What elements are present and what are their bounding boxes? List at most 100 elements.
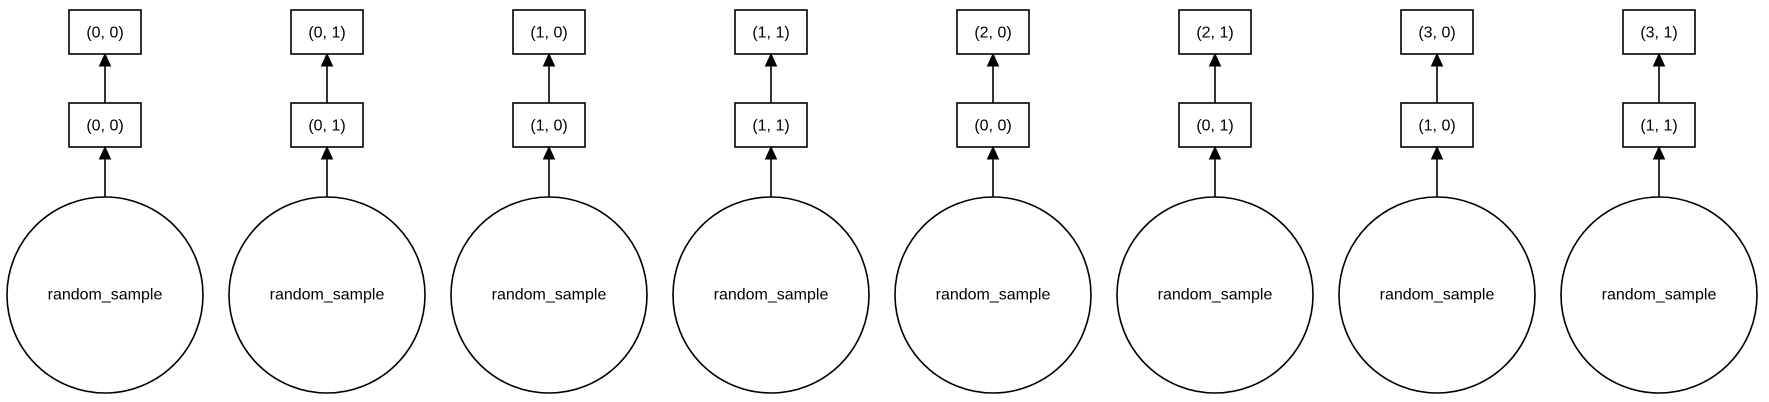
task-label: (0, 1) [1196, 118, 1233, 135]
task-box [1178, 102, 1252, 148]
task-label: (0, 0) [86, 118, 123, 135]
task-node: (0, 0) [956, 102, 1030, 148]
edge-task-to-output-arrowhead [1208, 52, 1222, 67]
output-node: (0, 0) [68, 9, 142, 55]
output-label: (3, 0) [1418, 25, 1455, 42]
source-circle [1338, 196, 1536, 394]
edge-task-to-output-arrowhead [986, 52, 1000, 67]
source-label: random_sample [1158, 287, 1273, 304]
edge-task-to-output-arrowhead [98, 52, 112, 67]
task-box [68, 102, 142, 148]
task-label: (1, 1) [1640, 118, 1677, 135]
output-box [512, 9, 586, 55]
output-node: (1, 0) [512, 9, 586, 55]
task-box [1622, 102, 1696, 148]
source-label: random_sample [936, 287, 1051, 304]
source-circle [672, 196, 870, 394]
output-box [290, 9, 364, 55]
edge-task-to-output [1652, 52, 1666, 103]
edge-source-to-task-arrowhead [1652, 145, 1666, 160]
task-node: (1, 1) [1622, 102, 1696, 148]
graph-column: (2, 0) (0, 0) random_sample [894, 9, 1092, 394]
source-label: random_sample [1380, 287, 1495, 304]
output-node: (2, 1) [1178, 9, 1252, 55]
edge-source-to-task-arrowhead [986, 145, 1000, 160]
edge-source-to-task [764, 145, 778, 197]
graph-column: (0, 1) (0, 1) random_sample [228, 9, 426, 394]
edge-source-to-task [1652, 145, 1666, 197]
source-node: random_sample [894, 196, 1092, 394]
edge-source-to-task-arrowhead [542, 145, 556, 160]
edge-source-to-task-arrowhead [764, 145, 778, 160]
output-label: (1, 1) [752, 25, 789, 42]
task-node: (1, 0) [512, 102, 586, 148]
output-node: (0, 1) [290, 9, 364, 55]
edge-source-to-task-arrowhead [1430, 145, 1444, 160]
output-box [68, 9, 142, 55]
edge-task-to-output [1430, 52, 1444, 103]
output-node: (3, 1) [1622, 9, 1696, 55]
edge-task-to-output [764, 52, 778, 103]
graph-column: (1, 1)(1, 1)random_sample [672, 9, 870, 394]
source-circle [894, 196, 1092, 394]
output-node: (2, 0) [956, 9, 1030, 55]
task-label: (0, 0) [974, 118, 1011, 135]
edge-source-to-task-arrowhead [320, 145, 334, 160]
task-label: (0, 1) [308, 118, 345, 135]
output-label: (2, 1) [1196, 25, 1233, 42]
edge-task-to-output [542, 52, 556, 103]
source-node: random_sample [672, 196, 870, 394]
edge-task-to-output [1208, 52, 1222, 103]
task-box [512, 102, 586, 148]
output-label: (0, 1) [308, 25, 345, 42]
source-circle [228, 196, 426, 394]
source-node: random_sample [450, 196, 648, 394]
edge-source-to-task [986, 145, 1000, 197]
task-label: (1, 0) [530, 118, 567, 135]
graph-column: (3, 0) (1, 0) random_sample [1338, 9, 1536, 394]
edge-task-to-output [986, 52, 1000, 103]
output-node: (1, 1) [734, 9, 808, 55]
edge-task-to-output-arrowhead [542, 52, 556, 67]
edge-source-to-task [542, 145, 556, 197]
edge-task-to-output-arrowhead [320, 52, 334, 67]
output-label: (1, 0) [530, 25, 567, 42]
edge-source-to-task [98, 145, 112, 197]
edge-source-to-task-arrowhead [1208, 145, 1222, 160]
edge-task-to-output [98, 52, 112, 103]
task-node: (0, 0) [68, 102, 142, 148]
source-circle [1116, 196, 1314, 394]
source-circle [1560, 196, 1758, 394]
task-node: (1, 0) [1400, 102, 1474, 148]
edge-source-to-task [1430, 145, 1444, 197]
source-node: random_sample [1116, 196, 1314, 394]
output-box [956, 9, 1030, 55]
source-circle [6, 196, 204, 394]
edge-task-to-output [320, 52, 334, 103]
source-node: random_sample [1560, 196, 1758, 394]
edge-source-to-task [1208, 145, 1222, 197]
edge-task-to-output-arrowhead [764, 52, 778, 67]
source-node: random_sample [228, 196, 426, 394]
output-label: (0, 0) [86, 25, 123, 42]
source-label: random_sample [714, 287, 829, 304]
edge-task-to-output-arrowhead [1652, 52, 1666, 67]
task-node: (0, 1) [290, 102, 364, 148]
task-box [1400, 102, 1474, 148]
output-label: (2, 0) [974, 25, 1011, 42]
task-node: (0, 1) [1178, 102, 1252, 148]
source-node: random_sample [1338, 196, 1536, 394]
edge-source-to-task-arrowhead [98, 145, 112, 160]
edge-task-to-output-arrowhead [1430, 52, 1444, 67]
output-label: (3, 1) [1640, 25, 1677, 42]
source-circle [450, 196, 648, 394]
graph-column: (0, 0) (0, 0) random_sample [6, 9, 204, 394]
task-label: (1, 0) [1418, 118, 1455, 135]
graph-column: (3, 1) (1, 1) random_sample [1560, 9, 1758, 394]
source-node: random_sample [6, 196, 204, 394]
graph-column: (2, 1) (0, 1) random_sample [1116, 9, 1314, 394]
output-box [1622, 9, 1696, 55]
graph-column: (1, 0) (1, 0) random_sample [450, 9, 648, 394]
source-label: random_sample [492, 287, 607, 304]
source-label: random_sample [270, 287, 385, 304]
